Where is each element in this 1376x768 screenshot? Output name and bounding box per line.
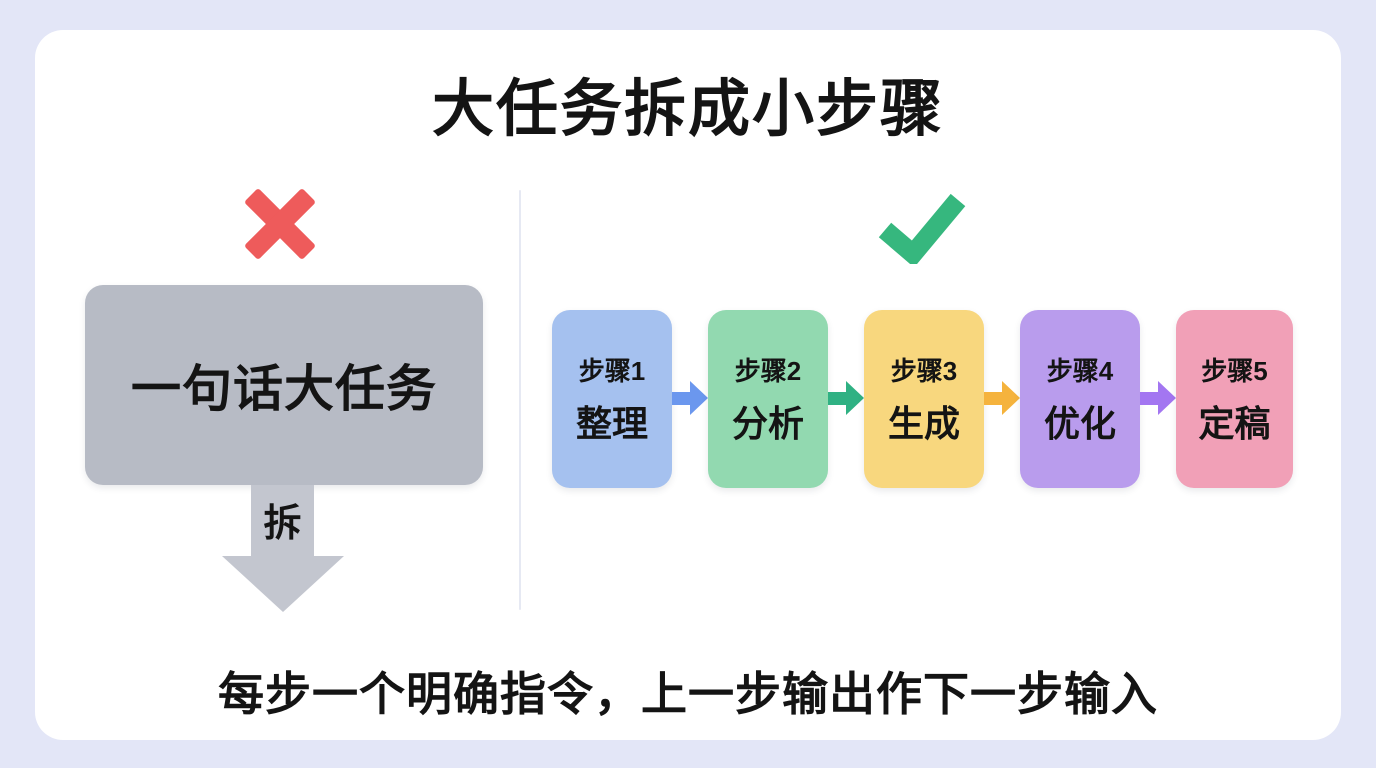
flow-arrow-head bbox=[846, 381, 864, 415]
step-label: 整理 bbox=[575, 403, 648, 444]
flow-arrow-shaft bbox=[672, 391, 690, 405]
split-arrow-label: 拆 bbox=[263, 503, 302, 545]
step-number: 步骤4 bbox=[1046, 356, 1114, 386]
flow-arrow-shaft bbox=[828, 391, 846, 405]
step-label: 优化 bbox=[1043, 403, 1116, 444]
big-task-box: 一句话大任务 bbox=[85, 285, 483, 485]
step-box-3: 步骤3 生成 bbox=[864, 310, 984, 488]
card: 大任务拆成小步骤 一句话大任务 拆 步骤1 整理 步骤2 分析 步骤3 生成 步 bbox=[35, 30, 1341, 740]
step-box-1: 步骤1 整理 bbox=[552, 310, 672, 488]
flow-arrow-2 bbox=[828, 381, 864, 415]
flow-arrow-1 bbox=[672, 381, 708, 415]
flow-arrow-4 bbox=[1140, 381, 1176, 415]
flow-arrow-3 bbox=[984, 381, 1020, 415]
split-arrow-head bbox=[222, 556, 344, 612]
step-box-2: 步骤2 分析 bbox=[708, 310, 828, 488]
caption: 每步一个明确指令，上一步输出作下一步输入 bbox=[218, 668, 1158, 720]
flow-arrow-shaft bbox=[984, 391, 1002, 405]
big-task-label: 一句话大任务 bbox=[131, 361, 437, 417]
x-mark-icon bbox=[243, 187, 317, 261]
check-mark-icon bbox=[878, 193, 966, 264]
page-title: 大任务拆成小步骤 bbox=[431, 75, 944, 144]
step-number: 步骤2 bbox=[734, 356, 802, 386]
flow-arrow-head bbox=[1002, 381, 1020, 415]
section-divider bbox=[519, 190, 521, 610]
step-box-5: 步骤5 定稿 bbox=[1176, 310, 1293, 488]
step-number: 步骤1 bbox=[578, 356, 646, 386]
step-label: 定稿 bbox=[1198, 403, 1271, 444]
flow-arrow-head bbox=[690, 381, 708, 415]
flow-arrow-shaft bbox=[1140, 391, 1158, 405]
split-arrow-shaft bbox=[251, 485, 314, 557]
step-number: 步骤5 bbox=[1201, 356, 1268, 386]
flow-arrow-head bbox=[1158, 381, 1176, 415]
step-box-4: 步骤4 优化 bbox=[1020, 310, 1140, 488]
step-number: 步骤3 bbox=[890, 356, 958, 386]
step-label: 分析 bbox=[731, 403, 804, 444]
step-label: 生成 bbox=[887, 403, 960, 444]
